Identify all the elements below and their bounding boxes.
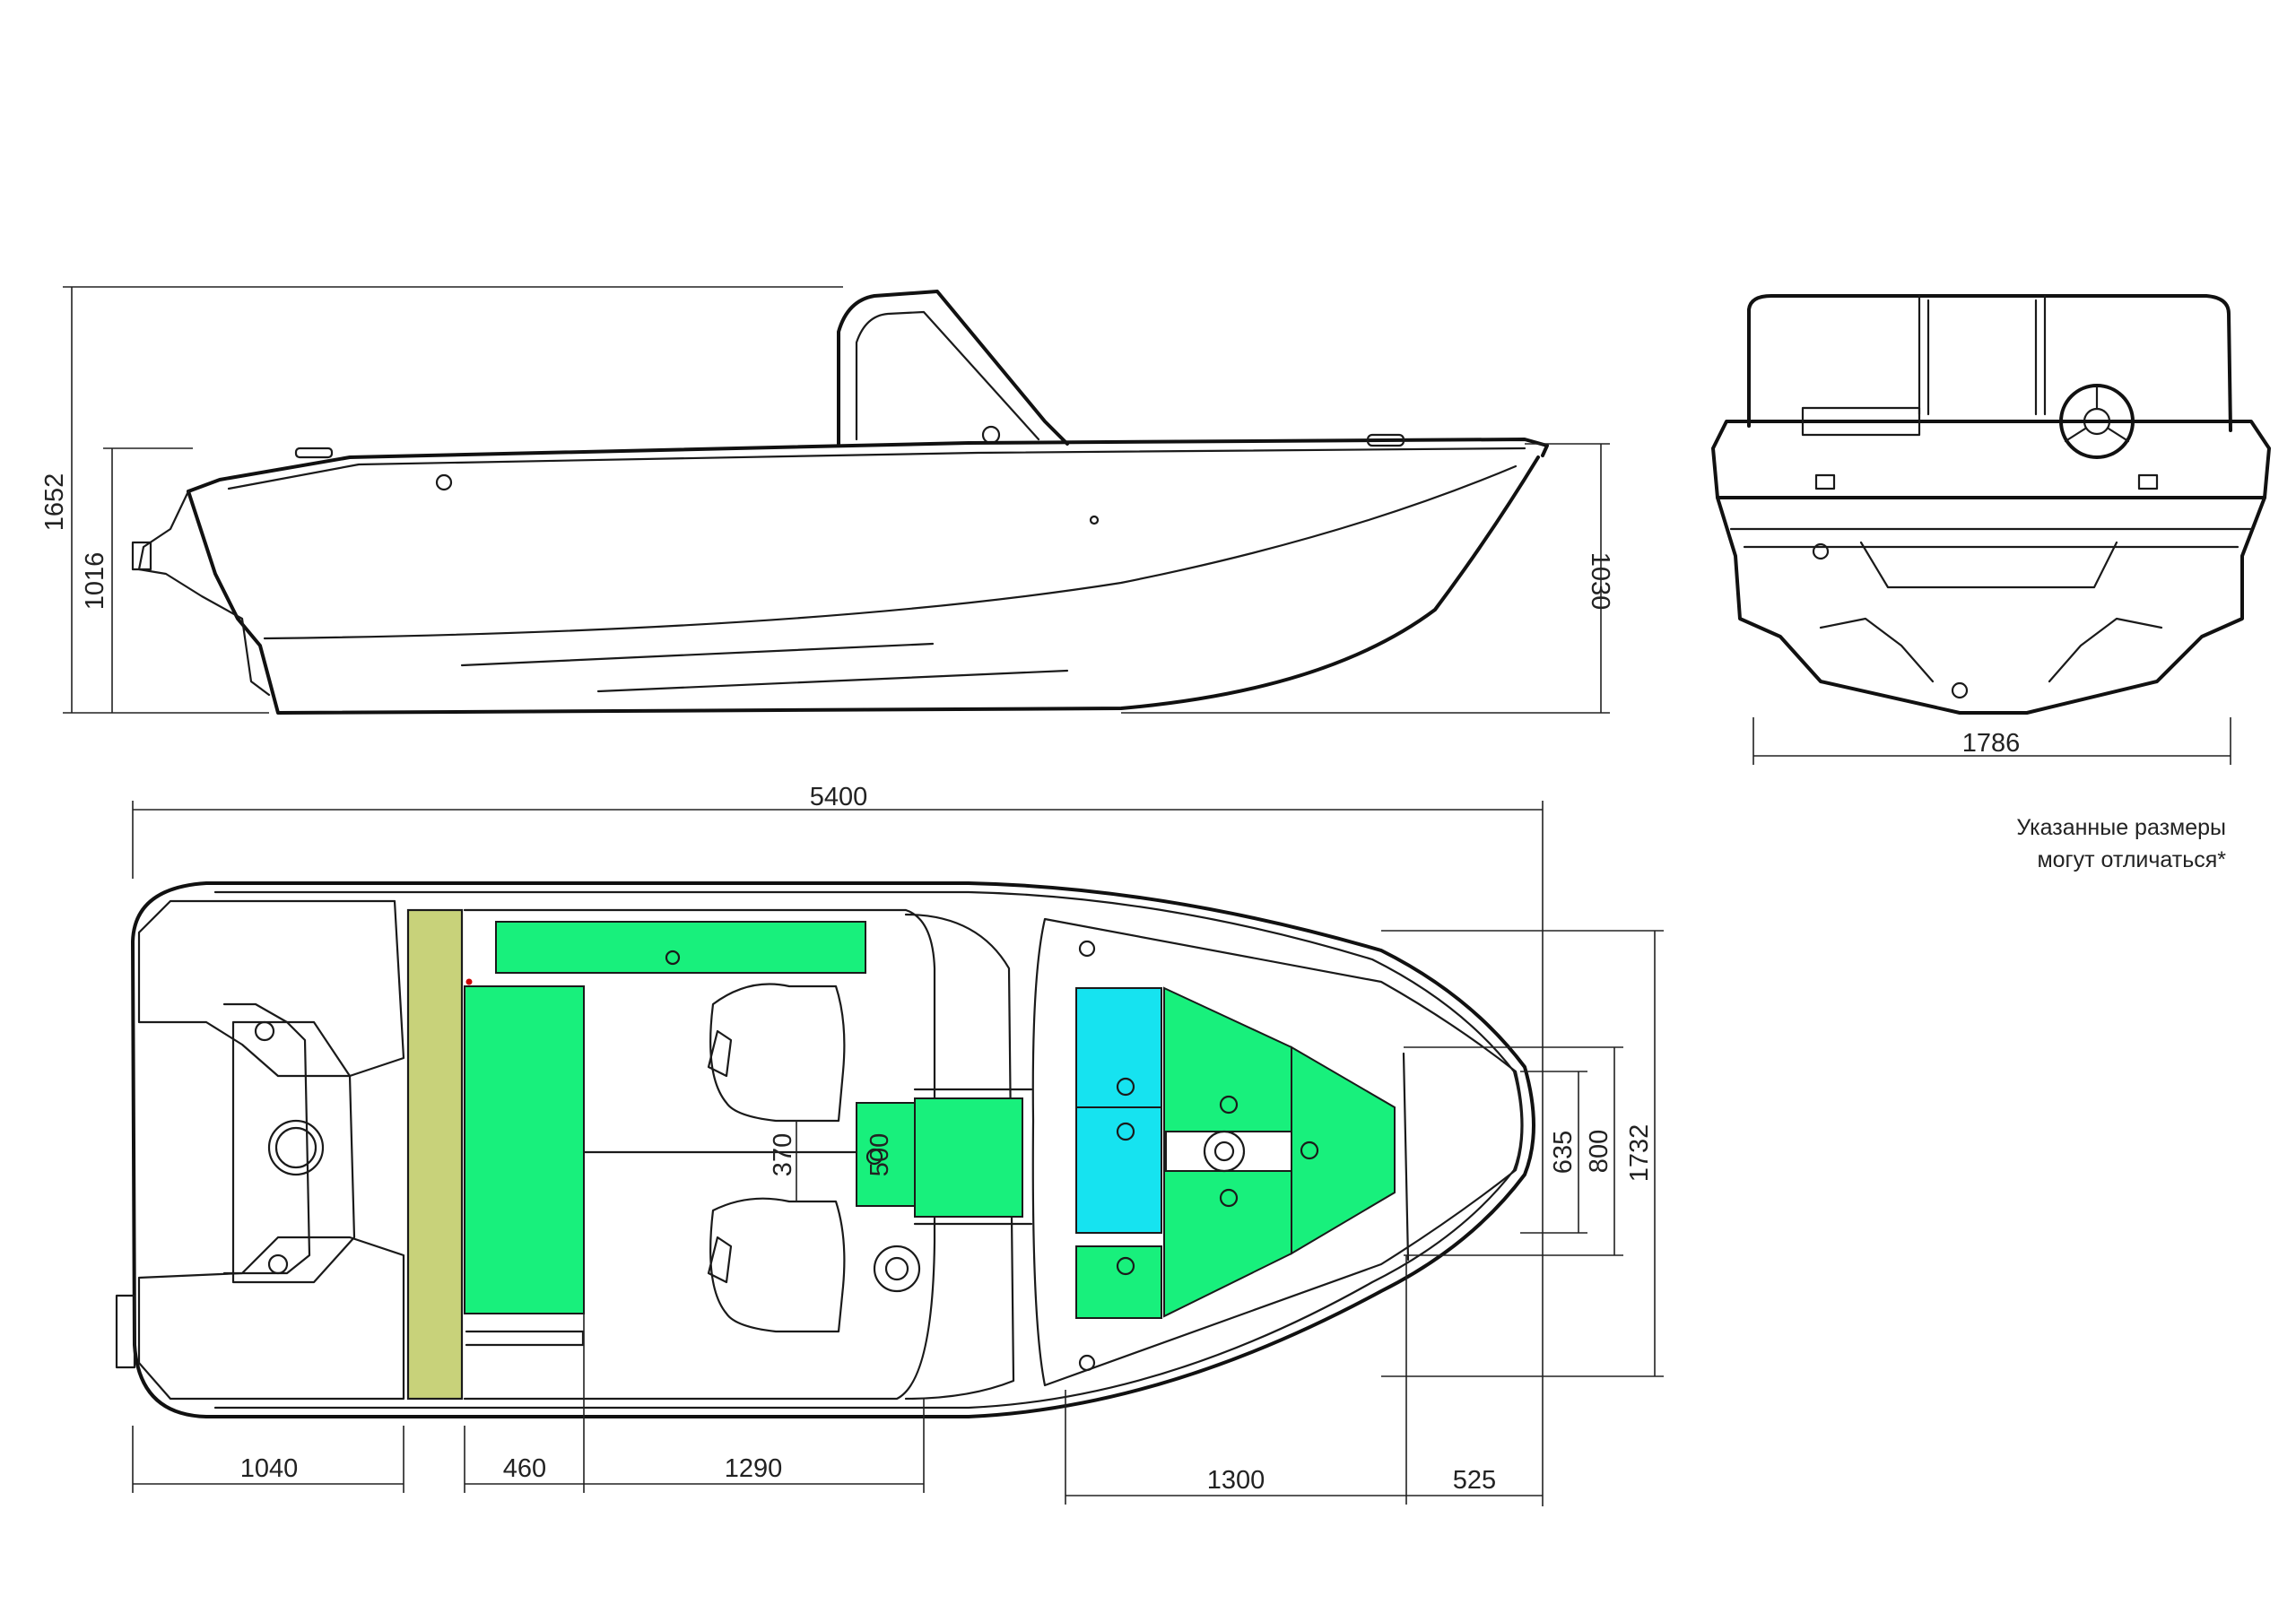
transom-outline [137,490,271,697]
side-fitting [435,473,453,491]
cockpit-floor [463,908,936,1401]
stern-rail-fitting [294,447,334,459]
dim-console-width: 500 [865,1133,894,1176]
gunwale-line [187,438,1549,493]
windshield-glass [855,310,1040,441]
stern-cleat [131,541,152,571]
dim-bow-tip-length: 525 [1453,1466,1496,1495]
windshield-front [1747,294,2232,432]
stern-pod-bottom [137,1236,405,1401]
note-line-1: Указанные размеры [2016,815,2226,840]
hull-top-outline [131,881,1535,1418]
dim-hull-height: 1016 [81,552,109,611]
stern-pod-top [137,899,405,1078]
transom-bench [406,908,464,1401]
dim-bow-deck-width: 800 [1585,1130,1613,1173]
dim-bow-deck-length: 1300 [1207,1466,1265,1495]
side-view: 1652 1016 1030 [40,286,1614,715]
dim-interior-width: 1732 [1625,1124,1654,1183]
mid-storage [914,1097,1023,1218]
spray-rail-upper [460,642,935,667]
stern-ladder [115,1294,136,1369]
dim-stern-section: 1040 [240,1454,299,1483]
windshield-latch [981,425,1001,445]
top-view: 5400 1040 460 1290 1300 525 370 500 635 … [115,783,1664,1506]
dim-seat-spacing: 370 [769,1133,797,1176]
bow-storage-green-front [1291,1045,1396,1255]
chine-line [263,464,1518,640]
front-deck [1711,420,2271,499]
front-vent-right [2137,473,2159,490]
bow-deck [1031,917,1524,1387]
dim-overall-length: 5400 [810,783,868,811]
motor-well [231,1020,356,1284]
rear-storage [464,985,585,1314]
steering-top [873,1245,921,1293]
spray-rail-lower [596,669,1069,693]
front-hull [1716,496,2266,715]
dim-bench-depth: 460 [503,1454,546,1483]
hull-outline [187,455,1540,715]
windshield-frame [837,290,1069,446]
dim-beam: 1786 [1962,729,2021,758]
note-line-2: могут отличаться* [2037,847,2226,872]
bow-storage-blue [1075,987,1162,1108]
bow-storage-green-left [1075,1245,1162,1319]
front-console-box [1801,406,1921,437]
seat-bottom [709,1197,846,1333]
dim-overall-height: 1652 [40,473,69,532]
front-view: 1786 [1711,294,2271,765]
dim-bow-height: 1030 [1586,552,1614,611]
dim-bow-inner-width: 635 [1549,1131,1578,1174]
bow-cleat [1366,433,1405,447]
bow-hatch [1165,1131,1292,1172]
dimensions-disclaimer: Указанные размеры могут отличаться* [2016,811,2226,876]
drain-fitting [267,1119,325,1176]
front-vent-left [1814,473,1836,490]
console-storage [856,1102,916,1207]
side-storage [495,921,866,974]
bow-anchor-well [1203,1130,1246,1173]
rub-rail [227,447,1526,490]
side-vent [1089,515,1100,525]
seat-top [709,983,846,1123]
dim-cockpit-length: 1290 [725,1454,783,1483]
